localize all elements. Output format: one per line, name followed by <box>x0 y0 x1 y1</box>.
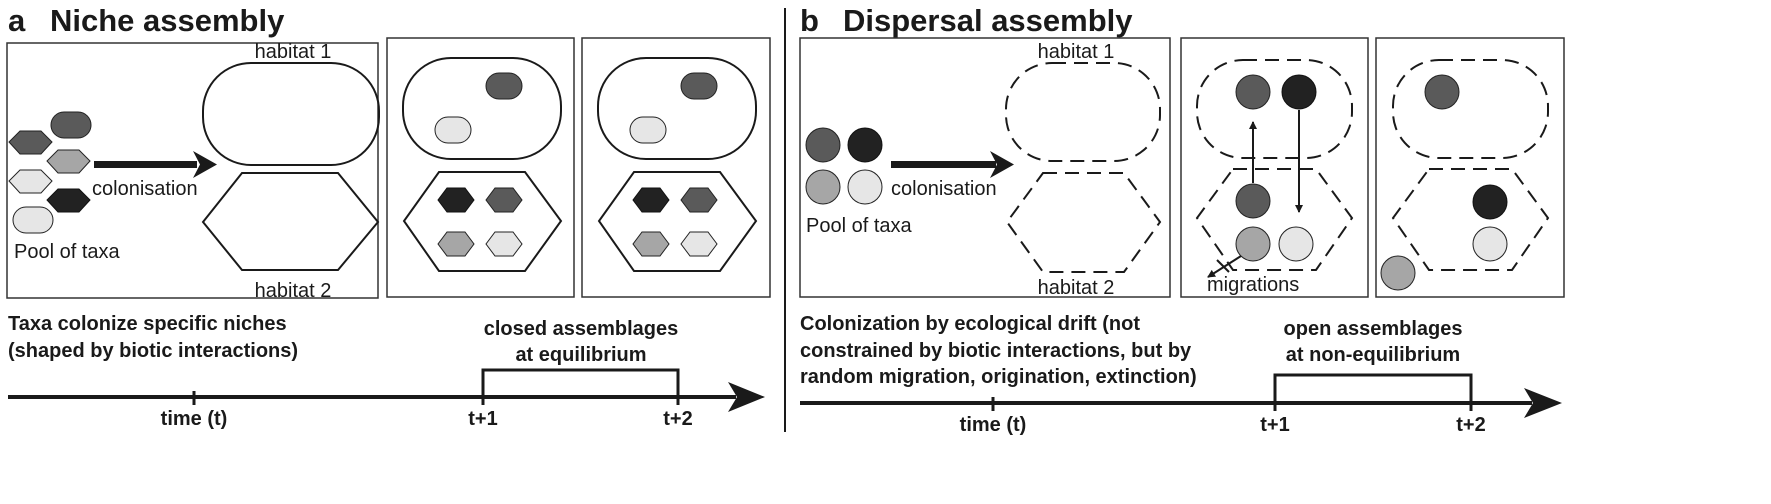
pool-taxon-mid-circle <box>805 169 841 205</box>
panel-a: a Niche assembly habitat 1 habitat 2 Poo… <box>6 3 771 430</box>
panel-a-pool-label: Pool of taxa <box>14 241 121 263</box>
panel-a-letter: a <box>8 3 26 38</box>
panel-b-timeline <box>800 388 1562 418</box>
pool-taxon-darkest-hexagon <box>46 188 91 213</box>
panel-a-box-3 <box>581 37 771 298</box>
panel-b-colonisation-arrow <box>891 151 1014 178</box>
box2-light-pill <box>434 116 472 144</box>
box3-darkest-hexagon <box>632 187 670 213</box>
panel-b-colonisation-label: colonisation <box>891 178 997 200</box>
box3-b-habitat1-shape <box>1392 59 1549 159</box>
pool-taxon-light-pill <box>12 206 54 234</box>
box3-b-dark-circle <box>1424 74 1460 110</box>
box2-light-hexagon <box>485 231 523 257</box>
panel-a-time-label: time (t) <box>161 408 228 430</box>
box2-b-light-circle <box>1278 226 1314 262</box>
panel-b-box-3 <box>1375 37 1565 298</box>
pool-taxon-mid-hexagon <box>46 149 91 174</box>
panel-b-bracket-line1: open assemblages <box>1284 318 1463 340</box>
panel-a-caption-line2: (shaped by biotic interactions) <box>8 340 298 362</box>
pool-taxon-dark-hexagon <box>8 130 53 155</box>
box2-darkest-hexagon <box>437 187 475 213</box>
box2-b-dark-circle-top <box>1235 74 1271 110</box>
box2-habitat2-shape <box>402 171 563 272</box>
panel-a-habitat2-shape <box>201 172 380 271</box>
panel-a-t1-label: t+1 <box>468 408 497 430</box>
box2-b-darkest-circle-top <box>1281 74 1317 110</box>
panel-b-caption-line1: Colonization by ecological drift (not <box>800 313 1140 335</box>
box3-b-darkest-circle <box>1472 184 1508 220</box>
extinction-cross-mark <box>1216 259 1230 273</box>
pool-taxon-dark-circle <box>805 127 841 163</box>
panel-a-bracket-line1: closed assemblages <box>484 318 679 340</box>
box3-habitat1-shape <box>597 57 757 160</box>
panel-b-box-1 <box>799 37 1171 298</box>
box2-b-dark-circle-bottom <box>1235 183 1271 219</box>
panel-b-habitat2-label: habitat 2 <box>1038 277 1115 299</box>
box3-light-hexagon <box>680 231 718 257</box>
pool-taxon-light-circle <box>847 169 883 205</box>
panel-b-migrations-label: migrations <box>1207 274 1299 296</box>
panel-a-t2-label: t+2 <box>663 408 692 430</box>
panel-b-habitat1-label: habitat 1 <box>1038 41 1115 63</box>
pool-taxon-light-hexagon <box>8 169 53 194</box>
box2-dark-hexagon <box>485 187 523 213</box>
panel-a-box-1 <box>6 42 379 299</box>
pool-taxon-dark-pill <box>50 111 92 139</box>
panel-a-bracket-line2: at equilibrium <box>515 344 646 366</box>
panel-b: b Dispersal assembly habitat 1 habitat 2… <box>799 3 1565 436</box>
panel-b-caption-line2: constrained by biotic interactions, but … <box>800 340 1192 362</box>
box3-b-mid-circle-emigrated <box>1380 255 1416 291</box>
panel-b-caption-line3: random migration, origination, extinctio… <box>800 366 1197 388</box>
panel-b-t2-label: t+2 <box>1456 414 1485 436</box>
box3-b-habitat2-shape <box>1391 168 1550 271</box>
panel-b-letter: b <box>800 3 819 38</box>
box3-habitat2-shape <box>597 171 758 272</box>
pool-taxon-darkest-circle <box>847 127 883 163</box>
box2-b-habitat1-shape <box>1196 59 1353 159</box>
panel-a-title: Niche assembly <box>50 3 285 38</box>
panel-a-caption-line1: Taxa colonize specific niches <box>8 313 287 335</box>
panel-a-habitat1-shape <box>202 62 380 166</box>
panel-b-habitat1-shape <box>1005 62 1161 162</box>
box3-dark-hexagon <box>680 187 718 213</box>
panel-a-box-2 <box>386 37 575 298</box>
panel-a-timeline <box>8 382 765 412</box>
panel-b-bracket <box>1273 373 1473 397</box>
panel-b-time-label: time (t) <box>960 414 1027 436</box>
box2-b-habitat2-shape <box>1195 168 1354 271</box>
panel-b-pool-label: Pool of taxa <box>806 215 913 237</box>
panel-a-habitat1-label: habitat 1 <box>255 41 332 63</box>
box3-light-pill <box>629 116 667 144</box>
panel-a-colonisation-arrow <box>94 151 217 178</box>
panel-b-habitat2-shape <box>1005 172 1162 273</box>
box3-dark-pill <box>680 72 718 100</box>
box3-mid-hexagon <box>632 231 670 257</box>
box2-dark-pill <box>485 72 523 100</box>
panel-a-habitat2-label: habitat 2 <box>255 280 332 302</box>
box3-b-light-circle <box>1472 226 1508 262</box>
box2-habitat1-shape <box>402 57 562 160</box>
box2-b-mid-circle <box>1235 226 1271 262</box>
panel-b-bracket-line2: at non-equilibrium <box>1286 344 1460 366</box>
panel-b-title: Dispersal assembly <box>843 3 1133 38</box>
panel-b-box-2 <box>1180 37 1369 298</box>
panel-a-bracket <box>481 368 680 397</box>
panel-b-t1-label: t+1 <box>1260 414 1289 436</box>
panel-a-colonisation-label: colonisation <box>92 178 198 200</box>
box2-mid-hexagon <box>437 231 475 257</box>
